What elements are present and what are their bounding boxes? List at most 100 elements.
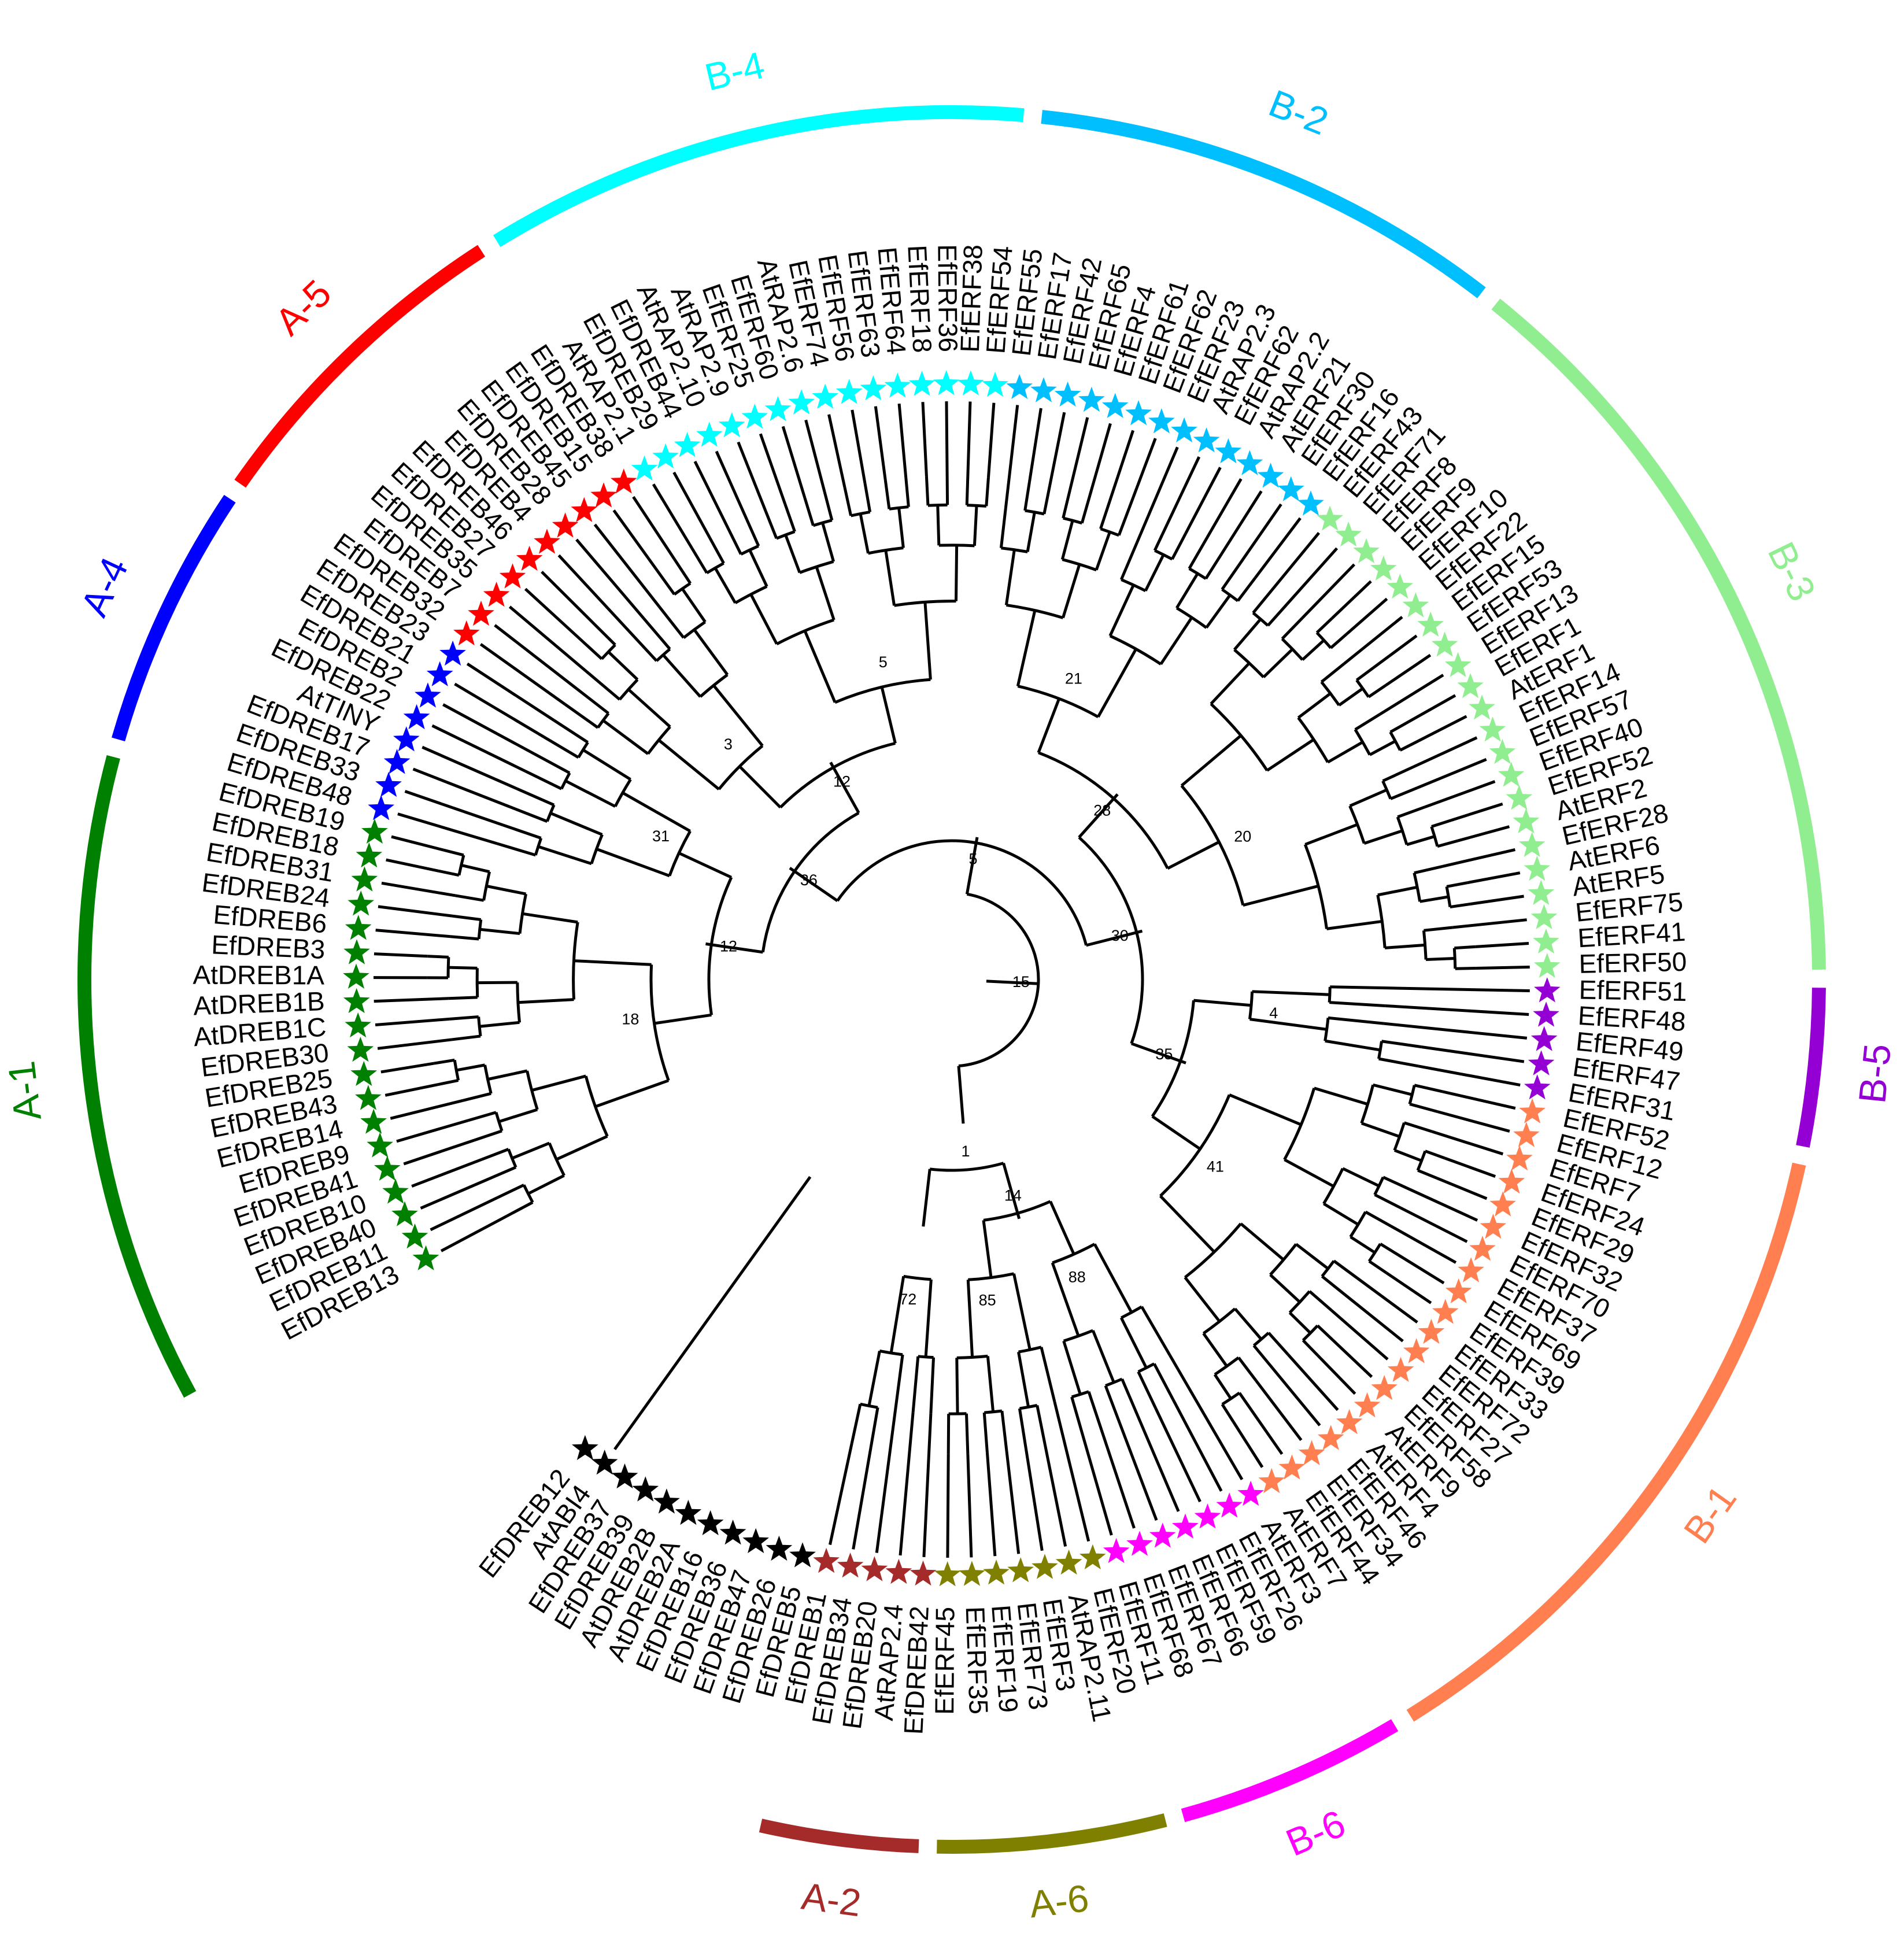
tree-branch [748, 549, 768, 587]
leaf-star [453, 620, 480, 646]
leaf-label: AtDREB1A [193, 960, 324, 990]
tree-branch [1445, 886, 1452, 907]
tree-branch [1417, 1169, 1438, 1180]
leaf-star [468, 600, 494, 626]
tree-branch [1330, 1309, 1389, 1361]
tree-branch [479, 927, 520, 936]
tree-branch [1087, 1391, 1103, 1431]
leaf-star [347, 890, 374, 916]
tree-branch [1233, 618, 1262, 651]
tree-branch [612, 509, 659, 572]
tree-branch [553, 719, 589, 744]
tree-branches [373, 401, 1530, 1558]
leaf-star [552, 512, 579, 538]
tree-branch [1093, 1243, 1133, 1313]
tree-branch [1315, 617, 1333, 634]
tree-branch [1437, 1110, 1510, 1133]
leaf-label: EfERF50 [1578, 947, 1687, 979]
tree-branch [1382, 1176, 1410, 1191]
leaf-star [1479, 716, 1506, 742]
tree-branch [1210, 662, 1251, 705]
tree-branch [1221, 1403, 1235, 1423]
tree-branch [412, 767, 511, 808]
tree-branch [874, 406, 887, 480]
tree-branch [449, 1015, 479, 1021]
tree-branch [375, 1017, 450, 1027]
leaf-star [1007, 1557, 1034, 1583]
leaf-label: EfERF18 [902, 244, 937, 353]
tree-branch [1343, 616, 1403, 665]
tree-branch [374, 997, 449, 1003]
tree-branch [1266, 738, 1315, 772]
tree-branch [967, 504, 987, 508]
tree-branch [587, 672, 621, 701]
leaf-star [611, 1463, 638, 1489]
tree-branch [1356, 1277, 1418, 1324]
tree-branch [1424, 780, 1496, 809]
tree-branch [1407, 694, 1456, 723]
tree-branch [533, 752, 571, 775]
leaf-star [813, 1547, 840, 1573]
tree-branch [1431, 819, 1452, 828]
leaf-star [1335, 521, 1362, 547]
leaf-star [982, 371, 1008, 397]
leaf-star [1278, 1454, 1306, 1480]
leaf-star [631, 455, 658, 481]
tree-branch [1400, 1206, 1468, 1243]
leaf-star [401, 1223, 428, 1249]
tree-branch [451, 1034, 481, 1041]
leaf-star [374, 1155, 401, 1181]
tree-branch [434, 1058, 455, 1065]
tree-branch [1271, 1367, 1321, 1426]
leaf-star [1528, 879, 1555, 905]
tree-branch [1236, 576, 1257, 602]
tree-branch [456, 1063, 486, 1072]
tree-branch [1360, 1084, 1375, 1124]
tree-branch [1249, 1018, 1328, 1031]
tree-branch [1361, 1122, 1400, 1139]
group-label: B-3 [1760, 535, 1824, 608]
tree-branch [922, 1169, 931, 1227]
tree-branch [1159, 1094, 1231, 1197]
tree-branch [627, 688, 671, 728]
leaf-star [1101, 393, 1129, 418]
leaf-star [343, 939, 370, 964]
bootstrap-value: 21 [1065, 670, 1082, 687]
leaf-star [1518, 831, 1546, 857]
tree-branch [1062, 564, 1081, 619]
tree-branch [557, 554, 631, 633]
tree-branch [1117, 507, 1131, 536]
tree-branch [712, 684, 764, 747]
tree-branch [440, 1214, 508, 1252]
bootstrap-value: 85 [979, 1292, 996, 1309]
bootstrap-value: 5 [879, 653, 888, 671]
tree-branch [657, 738, 720, 790]
tree-branch [1389, 720, 1410, 734]
tree-branch [693, 629, 729, 676]
tree-branch [1175, 607, 1207, 629]
tree-branch [1355, 666, 1374, 682]
tree-branch [1367, 1243, 1382, 1262]
leaf-star [1513, 1122, 1540, 1147]
leaf-star [788, 389, 815, 415]
group-arc-b-4 [493, 105, 1025, 247]
leaf-label: EfDREB42 [898, 1605, 934, 1735]
tree-branch [821, 522, 835, 562]
tree-branch [1017, 1351, 1030, 1407]
tree-branch [1250, 1409, 1284, 1455]
tree-branch [1425, 1149, 1445, 1160]
group-label: B-2 [1263, 82, 1334, 143]
tree-branch [1188, 542, 1206, 570]
tree-branch [1382, 767, 1410, 782]
tree-branch [964, 1413, 970, 1454]
leaf-label: EfERF36 [932, 244, 963, 352]
tree-branch [1229, 1093, 1302, 1126]
tree-branch [1053, 1401, 1090, 1542]
tree-branch [985, 477, 990, 507]
leaf-star [1079, 1544, 1106, 1570]
tree-branch [1027, 408, 1042, 482]
tree-branch [986, 1356, 995, 1412]
tree-branch [749, 593, 778, 645]
tree-branch [726, 527, 742, 555]
tree-branch [904, 478, 910, 507]
